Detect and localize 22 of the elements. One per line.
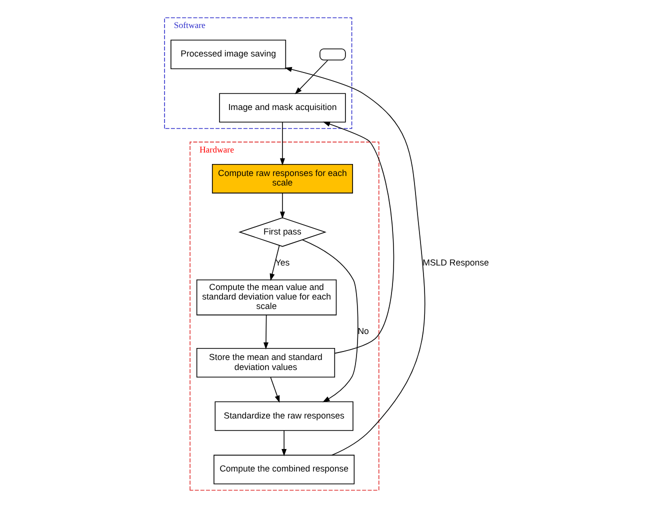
arrow — [280, 122, 285, 166]
edge-label: No — [358, 326, 369, 336]
arrow — [322, 122, 394, 354]
arrow — [284, 67, 426, 456]
node-box: Store the mean and standard deviation values — [196, 348, 336, 378]
node-diamond: First pass — [238, 217, 326, 247]
node-box: Image and mask acquisition — [219, 93, 346, 123]
arrow — [263, 314, 268, 350]
node-box: Compute the combined response — [214, 454, 355, 484]
arrow — [294, 60, 328, 94]
arrow — [270, 376, 280, 403]
arrow — [270, 245, 280, 281]
edge-label: MSLD Response — [422, 257, 489, 268]
node-box: Processed image saving — [170, 40, 286, 70]
node-box: Standardize the raw responses — [214, 401, 354, 431]
node-box: Compute the mean value and standard deviation value for each scale — [196, 280, 337, 316]
node-oval — [320, 48, 346, 60]
arrow — [280, 192, 285, 219]
arrow — [302, 240, 358, 402]
edge-label: Yes — [275, 257, 290, 268]
arrow — [282, 430, 287, 456]
node-box: Compute raw responses for each scale — [212, 164, 353, 194]
